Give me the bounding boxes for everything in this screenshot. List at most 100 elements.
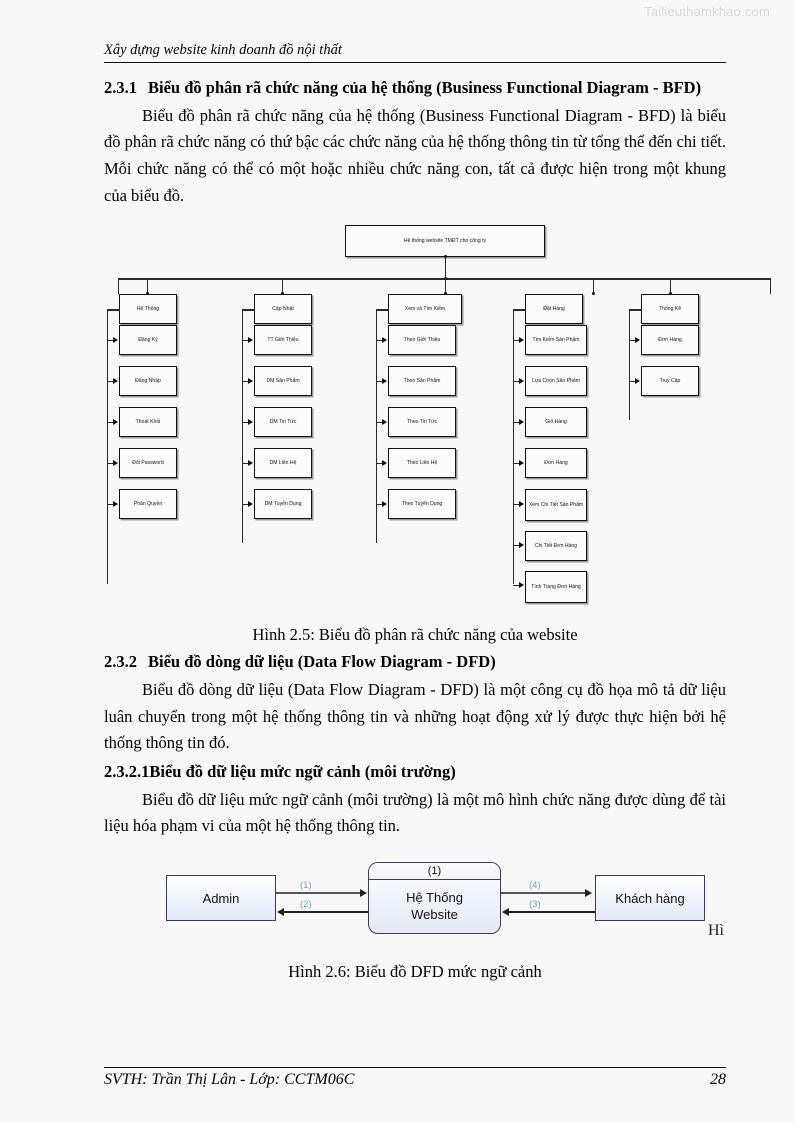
bfd-node-c1-4: Đổi Password: [119, 448, 177, 479]
bfd-node-c4-2: Lựa Chọn Sản Phẩm: [525, 366, 587, 397]
dfd-process-number: (1): [369, 863, 500, 881]
bfd-root-stem: [444, 257, 446, 280]
bfd-col2-link-3: [242, 421, 251, 424]
bfd-col2-arrow-3: [248, 419, 253, 426]
dfd-flow-line-2: [284, 911, 368, 913]
bfd-node-c2-3: DM Tin Tức: [254, 407, 312, 438]
bfd-node-c2-2: DM Sản Phẩm: [254, 366, 312, 397]
bfd-col3-link-2: [376, 380, 385, 383]
bfd-col5-link-2: [629, 380, 638, 383]
bfd-branch-dot-1: [146, 292, 149, 296]
bfd-col2-arrow-5: [248, 501, 253, 508]
bfd-branch-stem-5: [670, 278, 672, 295]
bfd-col2-trunk-top: [242, 309, 255, 311]
bfd-col3-arrow-5: [382, 501, 387, 508]
bfd-branch-dot-4: [592, 292, 595, 296]
bfd-node-c4-3: Giỏ Hàng: [525, 407, 587, 438]
bfd-node-c3-2: Theo Sản Phẩm: [388, 366, 456, 397]
bfd-col2-link-2: [242, 380, 251, 383]
bfd-node-c3-5: Theo Tuyển Dụng: [388, 489, 456, 520]
bfd-col1-link-2: [107, 380, 116, 383]
bfd-col1-trunk: [107, 309, 109, 585]
bfd-branch-drop-2: [282, 278, 284, 295]
bfd-col5-arrow-2: [635, 378, 640, 385]
heading-number: 2.3.1: [104, 78, 137, 97]
bfd-col1-arrow-1: [113, 337, 118, 344]
bfd-node-c1-2: Đăng Nhập: [119, 366, 177, 397]
bfd-branch-3: Xem và Tìm Kiếm: [388, 294, 462, 325]
bfd-col1-link-5: [107, 503, 116, 506]
bfd-col2-arrow-1: [248, 337, 253, 344]
bfd-col3-link-5: [376, 503, 385, 506]
dfd-flow-label-4: (4): [529, 880, 541, 892]
dfd-entity-customer: Khách hàng: [595, 875, 705, 922]
bfd-col4-trunk: [513, 309, 515, 585]
bfd-col3-arrow-3: [382, 419, 387, 426]
bfd-col1-arrow-5: [113, 501, 118, 508]
bfd-col4-link-1: [513, 339, 522, 342]
bfd-branch-2: Cập Nhật: [254, 294, 312, 325]
bfd-node-c2-4: DM Liên Hệ: [254, 448, 312, 479]
bfd-node-c4-7: Tình Trạng Đơn Hàng: [525, 571, 587, 604]
bfd-col2-arrow-2: [248, 378, 253, 385]
bfd-col1-link-3: [107, 421, 116, 424]
watermark: Tailieuthamkhao.com: [644, 4, 770, 19]
bfd-branch-drop-4: [593, 278, 595, 295]
dfd-flow-label-1: (1): [300, 880, 312, 892]
bfd-diagram: Hệ thống website TMĐT cho công ty Hệ Thố…: [104, 219, 772, 619]
bfd-col4-link-4: [513, 462, 522, 465]
page-number: 28: [710, 1071, 726, 1088]
heading-2-3-2-1: 2.3.2.1Biểu đồ dữ liệu mức ngữ cảnh (môi…: [104, 759, 726, 785]
bfd-branch-drop-3: [444, 278, 446, 295]
dfd-flow-label-2: (2): [300, 899, 312, 911]
dfd-stray-text: Hì: [708, 922, 724, 940]
bfd-branch-1: Hệ Thống: [119, 294, 177, 325]
bfd-branch-4: Đặt Hàng: [525, 294, 583, 325]
footer-author: SVTH: Trần Thị Lân - Lớp: CCTM06C: [104, 1071, 355, 1088]
footer-rule: [104, 1067, 726, 1068]
bfd-col1-arrow-4: [113, 460, 118, 467]
running-head: Xây dựng website kinh doanh đồ nội thất: [104, 42, 726, 63]
heading-number: 2.3.2: [104, 652, 137, 672]
page-content: Xây dựng website kinh doanh đồ nội thất …: [104, 42, 772, 986]
bfd-col1-link-1: [107, 339, 116, 342]
bfd-node-c3-3: Theo Tin Tức: [388, 407, 456, 438]
bfd-col4-trunk-top: [513, 309, 526, 311]
page-footer: SVTH: Trần Thị Lân - Lớp: CCTM06C 28: [104, 1067, 726, 1089]
bfd-col4-link-6: [513, 544, 522, 547]
bfd-col1-arrow-2: [113, 378, 118, 385]
bfd-col5-trunk-top: [629, 309, 642, 311]
bfd-col3-link-1: [376, 339, 385, 342]
dfd-flow-arrow-1: [360, 888, 367, 897]
bfd-col4-link-2: [513, 380, 522, 383]
dfd-flow-arrow-2: [277, 907, 284, 916]
bfd-branch-dot-2: [281, 292, 284, 296]
dfd-process-line2: Website: [411, 906, 458, 922]
bfd-col2-link-1: [242, 339, 251, 342]
bfd-col3-arrow-2: [382, 378, 387, 385]
bfd-col4-arrow-4: [519, 460, 524, 467]
bfd-col4-arrow-7: [519, 582, 524, 589]
dfd-flow-label-3: (3): [529, 899, 541, 911]
bfd-node-c4-4: Đơn Hàng: [525, 448, 587, 479]
bfd-node-c3-4: Theo Liên Hệ: [388, 448, 456, 479]
bfd-root-node: Hệ thống website TMĐT cho công ty: [345, 225, 545, 258]
dfd-flow-line-3: [509, 911, 595, 913]
bfd-branch-dot-3: [443, 292, 447, 296]
dfd-entity-admin: Admin: [166, 875, 276, 922]
bfd-col4-link-7: [513, 584, 522, 587]
bfd-node-c1-5: Phân Quyền: [119, 489, 177, 520]
bfd-col3-arrow-1: [382, 337, 387, 344]
heading-text: Biểu đồ phân rã chức năng của hệ thống (…: [148, 78, 702, 97]
dfd-flow-line-1: [276, 892, 361, 894]
bfd-col5-link-1: [629, 339, 638, 342]
bfd-col4-arrow-1: [519, 337, 524, 344]
dfd-flow-arrow-3: [502, 907, 509, 916]
bfd-col3-trunk: [376, 309, 378, 544]
bfd-node-c1-3: Thoát Khỏi: [119, 407, 177, 438]
